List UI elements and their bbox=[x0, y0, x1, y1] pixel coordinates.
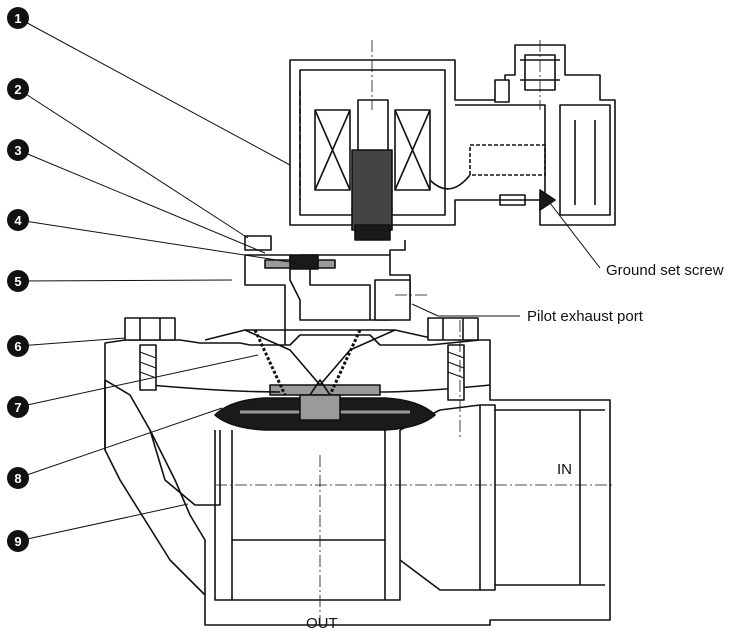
spring-left bbox=[253, 329, 287, 396]
terminal-box bbox=[455, 104, 546, 200]
callout-7: 7 bbox=[7, 396, 29, 418]
callout-9: 9 bbox=[7, 530, 29, 552]
outlet-bore bbox=[214, 430, 401, 601]
callout-4: 4 bbox=[7, 209, 29, 231]
callout-number: 1 bbox=[14, 11, 21, 26]
inlet-bore bbox=[399, 404, 481, 591]
callout-number: 8 bbox=[14, 471, 21, 486]
plunger bbox=[351, 149, 393, 231]
outlet-label: OUT bbox=[306, 615, 338, 631]
callout-number: 5 bbox=[14, 274, 21, 289]
left-wall bbox=[104, 379, 206, 595]
pilot-exhaust-port-label: Pilot exhaust port bbox=[527, 308, 644, 325]
centre-lines bbox=[215, 40, 615, 625]
bolt-left bbox=[124, 317, 176, 391]
solenoid-housing bbox=[289, 44, 616, 226]
inlet-thread bbox=[480, 404, 496, 591]
pilot-exhaust-boss bbox=[374, 279, 411, 321]
callout-number: 7 bbox=[14, 400, 21, 415]
ground-set-screw-label: Ground set screw bbox=[606, 262, 724, 279]
callout-number: 4 bbox=[14, 213, 22, 228]
inlet-label: IN bbox=[557, 461, 572, 478]
callout-8: 8 bbox=[7, 467, 29, 489]
coil bbox=[314, 109, 431, 191]
bolt-right bbox=[427, 317, 479, 401]
membrane bbox=[149, 384, 491, 393]
callout-number: 6 bbox=[14, 339, 21, 354]
callout-1: 1 bbox=[7, 7, 29, 29]
valve-body-drawing bbox=[104, 40, 616, 626]
valve-body-outline bbox=[104, 334, 611, 626]
left-wall-inner bbox=[149, 429, 221, 506]
callout-2: 2 bbox=[7, 78, 29, 100]
callout-number: 2 bbox=[14, 82, 21, 97]
callout-5: 5 bbox=[7, 270, 29, 292]
leader-lines bbox=[17, 17, 601, 542]
callout-6: 6 bbox=[7, 335, 29, 357]
spring-right bbox=[328, 329, 362, 396]
callout-3: 3 bbox=[7, 139, 29, 161]
callout-number: 3 bbox=[14, 143, 21, 158]
callout-number: 9 bbox=[14, 534, 21, 549]
